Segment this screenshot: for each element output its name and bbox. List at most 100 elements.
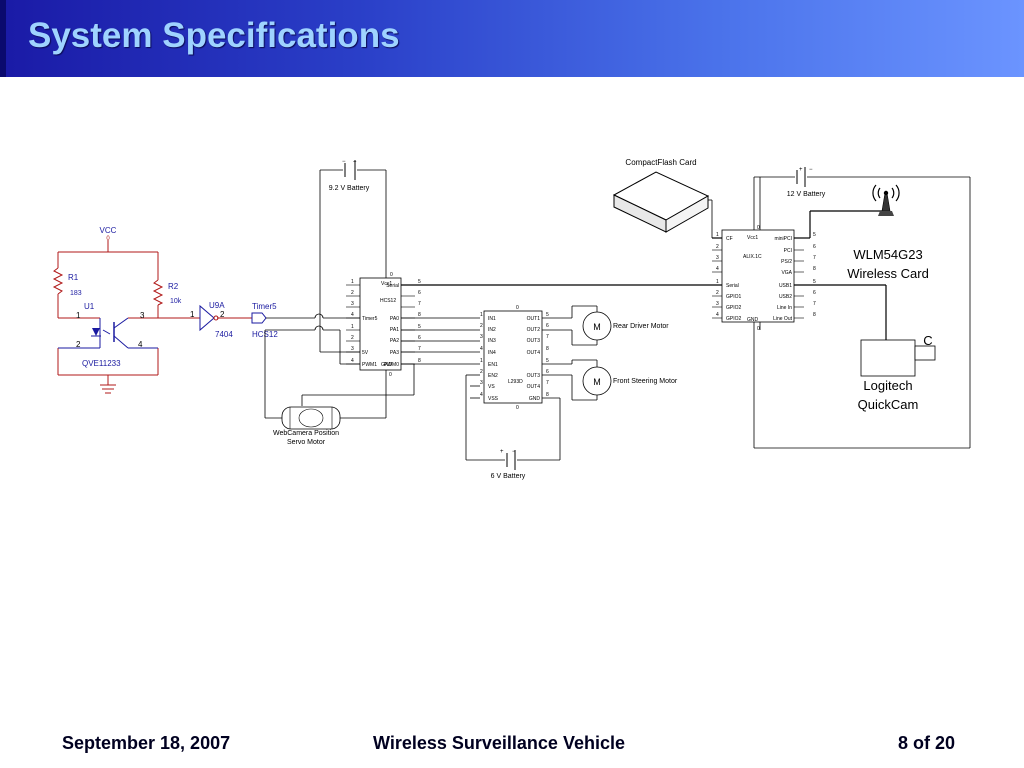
alix-label-vga: VGA	[781, 270, 792, 276]
servo-motor: WebCamera Position Servo Motor	[273, 406, 341, 446]
l293d-pin: 7	[546, 380, 549, 386]
alix-label-usb1: USB1	[779, 283, 792, 289]
footer-title: Wireless Surveillance Vehicle	[373, 733, 625, 753]
l293d-out2: OUT2	[527, 327, 541, 333]
l293d-out4b: OUT4	[527, 384, 541, 390]
hcs12-pin: 4	[351, 312, 354, 318]
hcs12-pin: 3	[351, 301, 354, 307]
r1-name: R1	[68, 273, 79, 282]
l293d-en1: EN1	[488, 362, 498, 368]
l293d-in3: IN3	[488, 338, 496, 344]
l293d-pin: 7	[546, 334, 549, 340]
alix-label-ps2: PS/2	[781, 259, 792, 265]
l293d-pin: 1	[480, 312, 483, 318]
l293d-pin: 6	[546, 323, 549, 329]
alix-name: ALIX.1C	[743, 254, 762, 260]
wiring	[264, 169, 971, 461]
l293d-pin: 8	[546, 346, 549, 352]
l293d-vss: VSS	[488, 396, 499, 402]
battery-6v: + − 6 V Battery	[491, 449, 526, 480]
inverter-7404	[199, 304, 219, 332]
l293d-pin: 3	[480, 334, 483, 340]
hcs12-pin: 5	[418, 279, 421, 285]
hcs12-pin: 6	[418, 290, 421, 296]
rear-driver-motor: M Rear Driver Motor	[582, 311, 669, 341]
l293d-pin: 6	[546, 369, 549, 375]
l293d-out3b: OUT3	[527, 373, 541, 379]
u1-pin2: 2	[76, 340, 81, 349]
hcs12-chip: 0 Vcc1 HCS12 0 Serial Timer5 PA0 PA1 PA2…	[346, 272, 421, 378]
optocoupler	[58, 317, 158, 349]
alix-label-linein: Line In	[777, 305, 792, 311]
hcs12-pin: 8	[418, 358, 421, 364]
l293d-name: L293D	[508, 379, 523, 385]
alix-label-cf: CF	[726, 236, 733, 242]
hcs12-vcc-pin: 0	[390, 272, 393, 278]
hcs12-label-pa2: PA2	[390, 338, 399, 344]
l293d-out4: OUT4	[527, 350, 541, 356]
battery-12v-minus: −	[809, 167, 813, 173]
hcs12-label-5v: 5V	[362, 350, 369, 356]
l293d-vs: VS	[488, 384, 495, 390]
compactflash-label: CompactFlash Card	[625, 158, 696, 167]
alix-label-serial: Serial	[726, 283, 739, 289]
hcs12-pin: 5	[418, 324, 421, 330]
l293d-pin: 2	[480, 369, 483, 375]
u1-pin1: 1	[76, 311, 81, 320]
l293d-gnd: GND	[529, 396, 541, 402]
hcs12-label-serial: Serial	[386, 283, 399, 289]
alix-pin: 5	[813, 232, 816, 238]
hcs12-name: HCS12	[380, 298, 396, 304]
l293d-out1: OUT1	[527, 316, 541, 322]
offpage-connector	[251, 312, 267, 324]
l293d-bottom-pin: 0	[516, 405, 519, 411]
vcc-label: VCC	[100, 226, 117, 235]
hcs12-pin: 1	[351, 324, 354, 330]
alix-pin: 1	[716, 279, 719, 285]
hcs12-label-pa1: PA1	[390, 327, 399, 333]
alix-label-gpio2: GPIO2	[726, 305, 742, 311]
battery-12v-label: 12 V Battery	[787, 191, 826, 198]
l293d-pin: 2	[480, 323, 483, 329]
l293d-top-pin: 0	[516, 305, 519, 311]
alix-pin: 3	[716, 255, 719, 261]
camera-label-1: Logitech	[863, 378, 912, 393]
alix-pin: 6	[813, 244, 816, 250]
alix-gnd-pin: 0	[757, 326, 760, 332]
alix-pin: 6	[813, 290, 816, 296]
camera-label-2: QuickCam	[858, 397, 919, 412]
battery-9v2-label: 9.2 V Battery	[329, 185, 370, 192]
alix-pin: 1	[716, 232, 719, 238]
timer-label: Timer5	[252, 302, 277, 311]
inverter-name: U9A	[209, 301, 225, 310]
rear-motor-symbol: M	[593, 322, 601, 332]
inverter-part: 7404	[215, 330, 233, 339]
battery-6v-label: 6 V Battery	[491, 473, 526, 480]
alix-pin: 4	[716, 266, 719, 272]
hcs12-pin: 2	[351, 290, 354, 296]
battery-12v: + − 12 V Battery	[787, 167, 826, 198]
u1-pin4: 4	[138, 340, 143, 349]
logitech-camera: C Logitech QuickCam	[858, 333, 936, 412]
hcs12-label-pa3: PA3	[390, 350, 399, 356]
alix-pin: 7	[813, 301, 816, 307]
hcs12-pin: 2	[351, 335, 354, 341]
footer-date: September 18, 2007	[62, 733, 231, 753]
r2-name: R2	[168, 282, 179, 291]
alix-label-usb2: USB2	[779, 294, 792, 300]
alix-label-gpio1: GPIO1	[726, 294, 742, 300]
alix-vcc-pin: 0	[757, 225, 760, 231]
inverter-pin-out: 2	[220, 310, 225, 319]
battery-6v-plus: +	[500, 449, 504, 455]
alix-pin: 5	[813, 279, 816, 285]
hcs12-pin: 6	[418, 335, 421, 341]
hcs12-pin: 7	[418, 346, 421, 352]
l293d-pin: 1	[480, 358, 483, 364]
alix-pin: 8	[813, 312, 816, 318]
hcs12-pin: 4	[351, 358, 354, 364]
battery-6v-minus: −	[512, 449, 516, 455]
battery-9v2-minus: −	[342, 159, 346, 165]
hcs12-label-pwm0: PWM0	[384, 362, 399, 368]
alix-board: 0 Vcc1 ALIX.1C GND 0 CF Serial GPIO1 GPI…	[712, 225, 816, 332]
